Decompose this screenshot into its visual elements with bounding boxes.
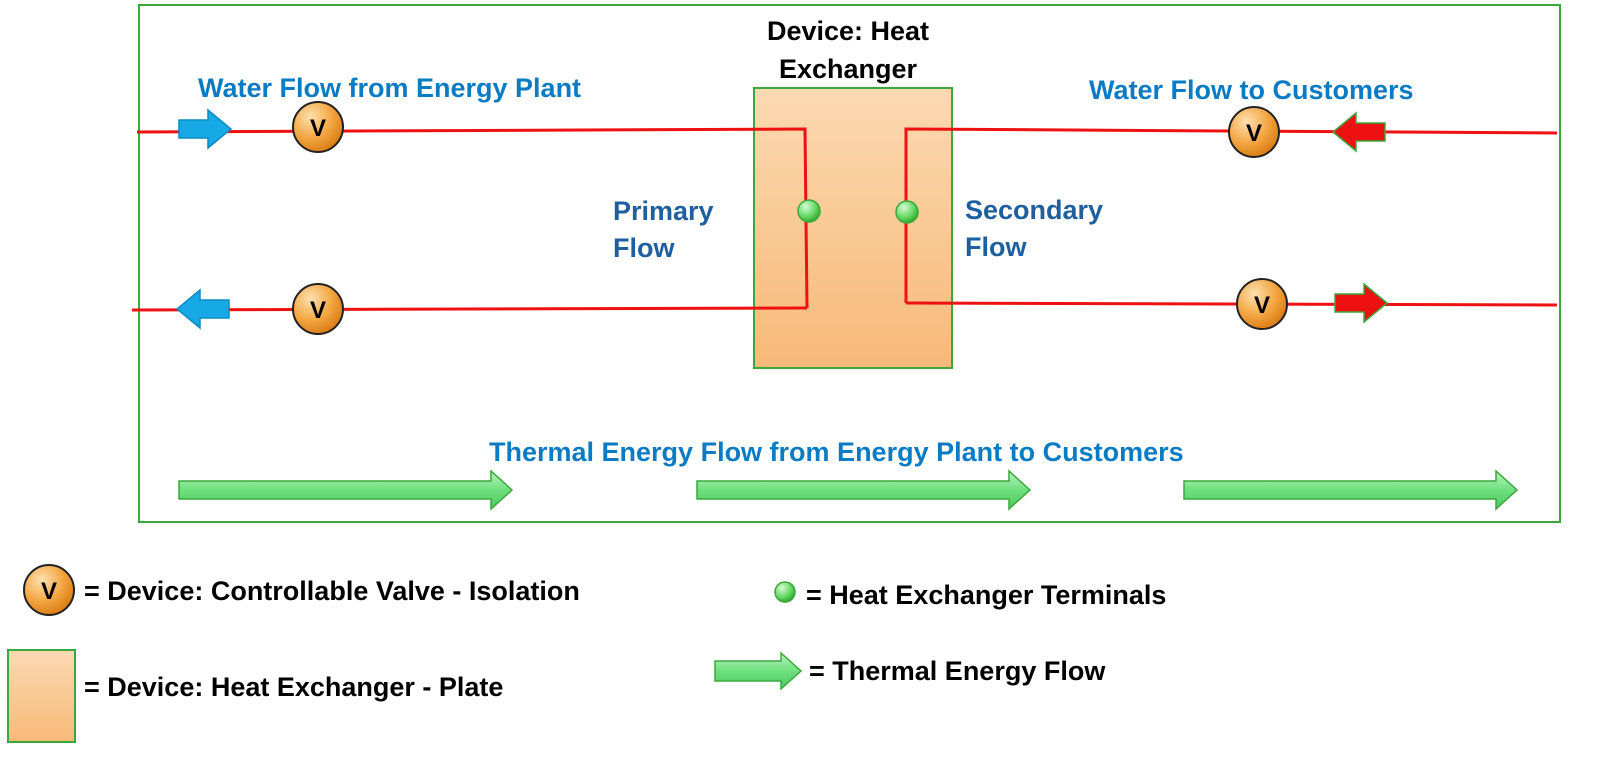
valve-plant-supply-icon: V — [292, 101, 344, 153]
primary-supply-pipe — [136, 127, 809, 309]
device-title-line-2: Exchanger — [778, 54, 918, 84]
primary-flow-label: Primary Flow — [613, 193, 714, 267]
diagram-frame — [138, 4, 1561, 523]
device-title: Device: Heat Exchanger — [718, 12, 978, 88]
secondary-flow-line-2: Flow — [965, 232, 1027, 262]
customer-return-arrow-icon — [1331, 111, 1386, 153]
valve-customer-supply-icon: V — [1236, 278, 1288, 330]
legend-terminal-icon — [774, 581, 796, 603]
secondary-flow-label: Secondary Flow — [965, 192, 1103, 266]
valve-plant-return-icon: V — [292, 283, 344, 335]
water-flow-from-plant-label: Water Flow from Energy Plant — [198, 73, 582, 103]
valve-customer-return-icon: V — [1228, 106, 1280, 158]
valve-letter: V — [310, 115, 326, 142]
secondary-return-pipe — [905, 301, 1558, 307]
valve-letter: V — [41, 578, 57, 605]
primary-return-pipe — [131, 306, 808, 312]
legend-heat-exchanger-icon — [7, 649, 76, 743]
primary-flow-line-1: Primary — [613, 196, 714, 226]
secondary-flow-line-1: Secondary — [965, 195, 1104, 225]
valve-letter: V — [1254, 292, 1270, 319]
return-arrow-icon — [175, 288, 230, 330]
heat-exchanger-box — [753, 87, 953, 369]
water-flow-to-customers-label: Water Flow to Customers — [1089, 75, 1414, 105]
legend-terminals-label: = Heat Exchanger Terminals — [806, 580, 1167, 610]
device-title-line-1: Device: Heat — [766, 16, 930, 46]
thermal-flow-label: Thermal Energy Flow from Energy Plant to… — [489, 437, 1184, 467]
thermal-arrow-icon — [696, 469, 1032, 511]
valve-letter: V — [1246, 120, 1262, 147]
secondary-terminal-icon — [895, 200, 919, 224]
legend-exchanger-label: = Device: Heat Exchanger - Plate — [84, 672, 504, 702]
customer-supply-arrow-icon — [1334, 282, 1389, 324]
legend-valve-icon: V — [23, 564, 75, 616]
primary-terminal-icon — [797, 199, 821, 223]
legend-thermal-label: = Thermal Energy Flow — [809, 656, 1106, 686]
thermal-arrow-icon — [178, 469, 514, 511]
inflow-arrow-icon — [178, 108, 233, 150]
primary-flow-line-2: Flow — [613, 233, 675, 263]
valve-letter: V — [310, 297, 326, 324]
legend-valve-label: = Device: Controllable Valve - Isolation — [84, 576, 580, 606]
thermal-arrow-icon — [1183, 469, 1519, 511]
legend-thermal-arrow-icon — [714, 651, 803, 691]
